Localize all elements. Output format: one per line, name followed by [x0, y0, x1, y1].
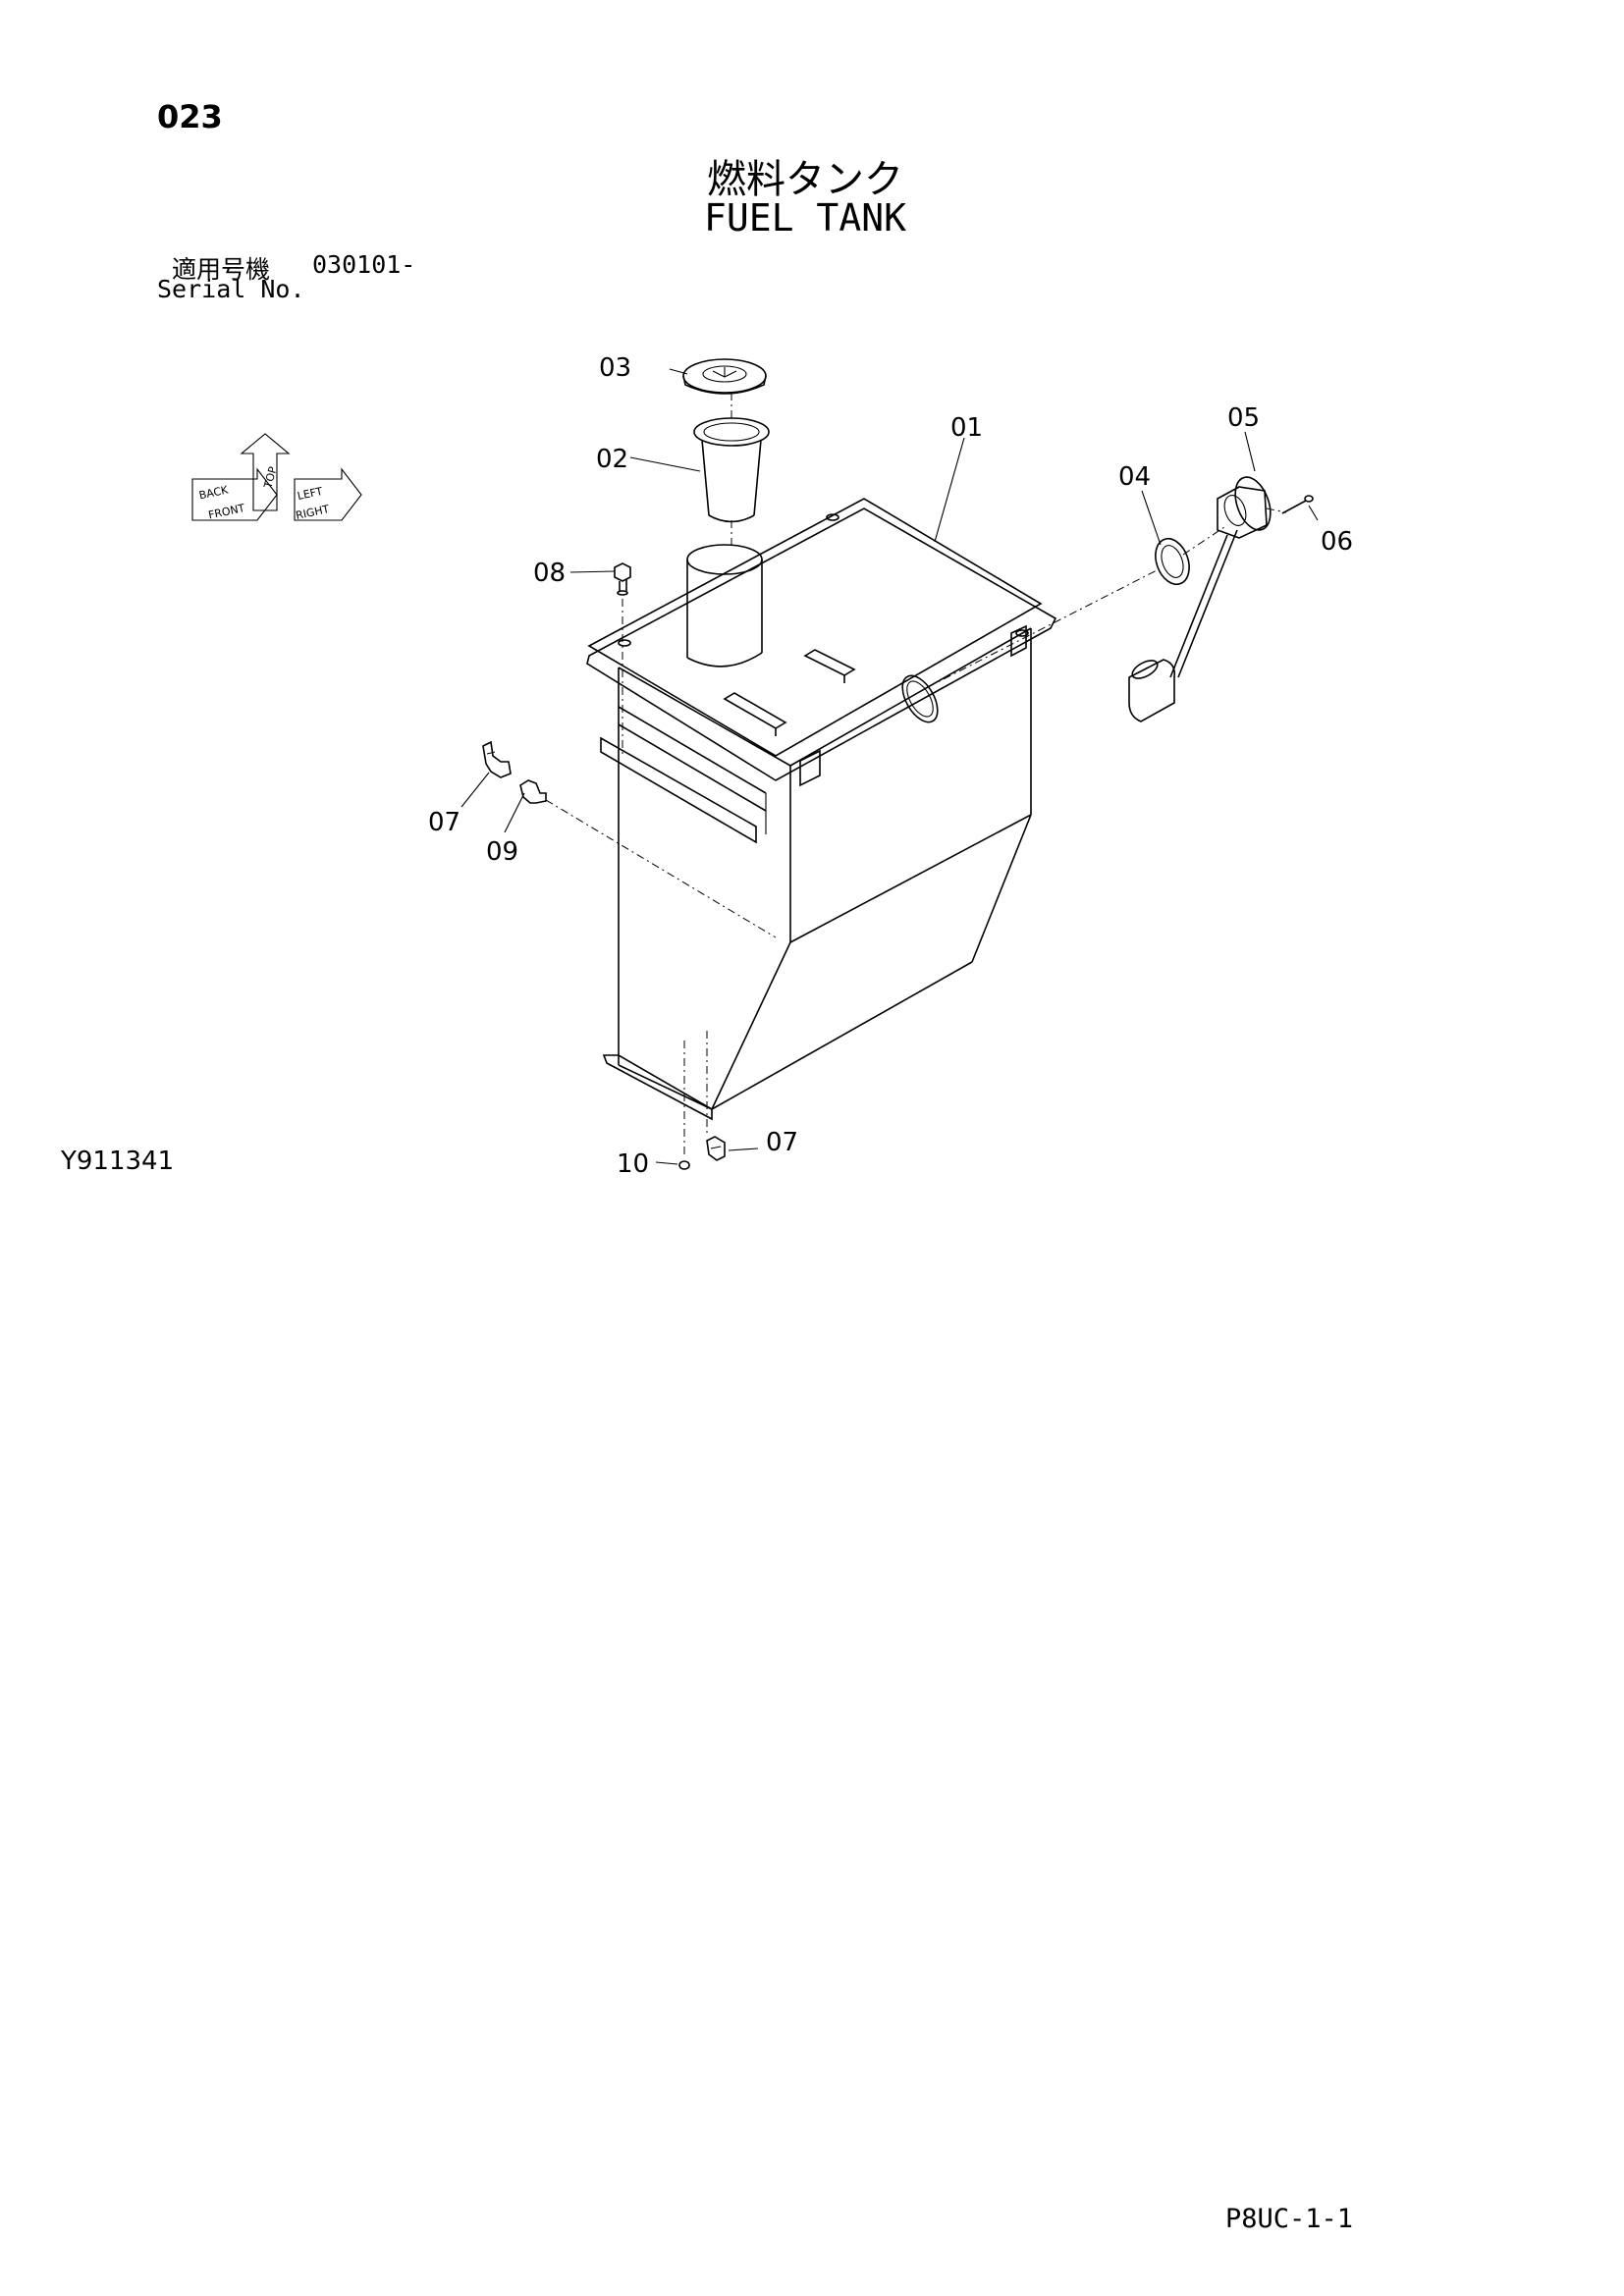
- elbow-fitting: [482, 740, 512, 778]
- serial-label-english: Serial No.: [157, 275, 305, 303]
- callout-05: 05: [1227, 403, 1260, 433]
- callout-10: 10: [617, 1149, 649, 1179]
- bolt: [614, 562, 631, 596]
- fuel-level-sensor: [1128, 476, 1272, 722]
- drain-plug: [678, 1160, 690, 1170]
- callout-07-lower: 07: [766, 1128, 798, 1157]
- drain-fitting: [706, 1136, 726, 1161]
- callout-08: 08: [533, 559, 566, 588]
- filler-cap: [682, 358, 767, 395]
- page-title-english: FUEL TANK: [704, 196, 906, 240]
- screw: [1281, 495, 1314, 514]
- orientation-label-top: TOP: [261, 465, 280, 491]
- callout-02: 02: [596, 445, 628, 474]
- connector-fitting: [519, 779, 547, 804]
- callout-01: 01: [950, 413, 983, 443]
- page-code: P8UC-1-1: [1225, 2204, 1354, 2234]
- serial-value: 030101-: [312, 250, 416, 279]
- page-number: 023: [157, 98, 223, 135]
- callout-09: 09: [486, 837, 518, 867]
- serial-label-japanese: 適用号機: [172, 255, 271, 284]
- drawing-code: Y911341: [61, 1147, 175, 1176]
- fuel-tank-body: [586, 498, 1057, 1121]
- gasket: [1155, 537, 1190, 586]
- callout-07-upper: 07: [428, 808, 460, 837]
- callout-03: 03: [599, 353, 631, 383]
- orientation-label-right: RIGHT: [295, 503, 331, 522]
- page-title-japanese: 燃料タンク: [707, 157, 903, 202]
- filler-neck: [686, 544, 763, 667]
- strainer: [693, 417, 770, 523]
- orientation-label-back: BACK: [198, 483, 231, 502]
- orientation-icon: BACK TOP LEFT FRONT RIGHT: [191, 433, 362, 522]
- callout-04: 04: [1118, 462, 1151, 492]
- orientation-label-left: LEFT: [297, 485, 324, 503]
- orientation-label-front: FRONT: [207, 502, 246, 522]
- callout-06: 06: [1321, 527, 1353, 557]
